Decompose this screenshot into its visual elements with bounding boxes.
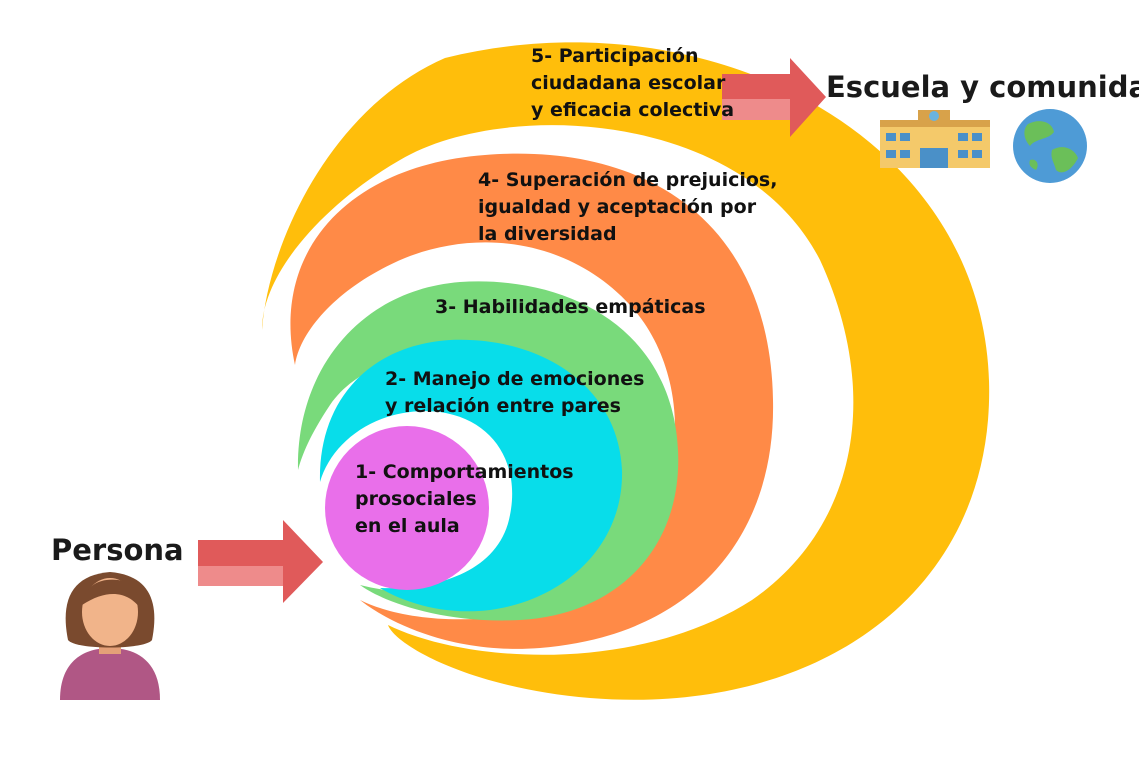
globe-icon [1013,109,1087,183]
level-4-line-2: igualdad y aceptación por [478,196,757,218]
level-5-line-3: y eficacia colectiva [531,99,735,121]
level-4-line-1: 4- Superación de prejuicios, [478,169,778,191]
persona-arrow [198,520,323,603]
level-1-label: 1- Comportamientos prosociales en el aul… [355,459,574,540]
person-icon [60,572,160,700]
level-1-line-2: prosociales [355,488,477,510]
level-2-line-2: y relación entre pares [385,395,621,417]
start-label: Persona [51,533,184,567]
level-5-label: 5- Participación ciudadana escolar y efi… [531,43,734,124]
level-5-line-2: ciudadana escolar [531,72,726,94]
level-4-line-3: la diversidad [478,223,617,245]
level-1-line-1: 1- Comportamientos [355,461,574,483]
school-icon [880,110,990,168]
escuela-arrow [722,58,826,137]
level-3-label: 3- Habilidades empáticas [435,294,706,321]
level-1-circle [325,426,489,590]
level-5-ring [262,42,990,700]
level-2-line-1: 2- Manejo de emociones [385,368,645,390]
end-label: Escuela y comunidad [826,70,1139,104]
level-5-line-1: 5- Participación [531,45,699,67]
level-3-line-1: 3- Habilidades empáticas [435,296,706,318]
level-4-label: 4- Superación de prejuicios, igualdad y … [478,167,777,248]
level-1-line-3: en el aula [355,515,460,537]
level-2-label: 2- Manejo de emociones y relación entre … [385,366,644,420]
level-2-ring [319,339,623,612]
